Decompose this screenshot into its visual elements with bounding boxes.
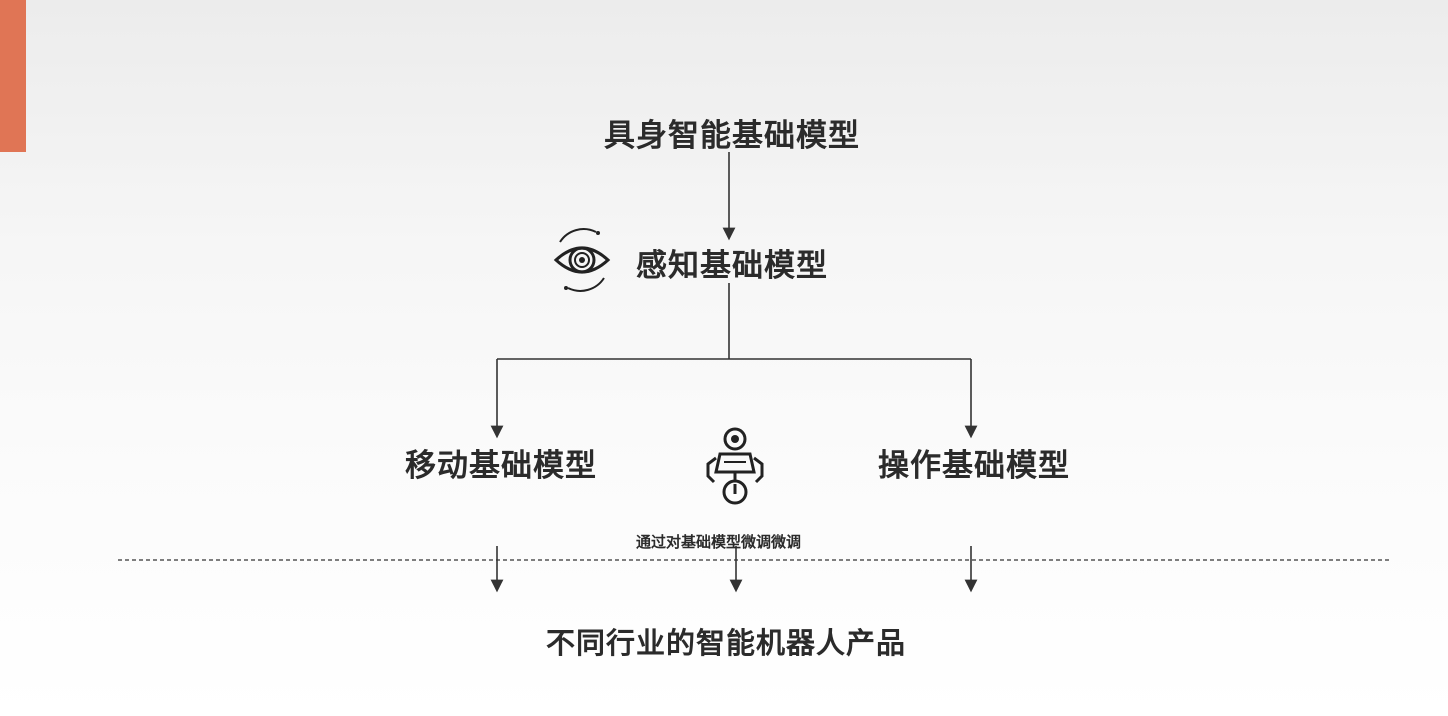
node-manipulation-foundation-model: 操作基础模型 [878, 448, 1070, 484]
node-industry-robot-products: 不同行业的智能机器人产品 [546, 626, 907, 660]
robot-arm-icon [706, 427, 764, 505]
finetune-note: 通过对基础模型微调微调 [636, 533, 802, 551]
eye-icon [553, 228, 611, 292]
node-perception-foundation-model: 感知基础模型 [636, 248, 828, 284]
node-mobility-foundation-model: 移动基础模型 [405, 448, 597, 484]
accent-bar [0, 0, 26, 152]
node-embodied-ai-foundation-model: 具身智能基础模型 [604, 118, 860, 154]
